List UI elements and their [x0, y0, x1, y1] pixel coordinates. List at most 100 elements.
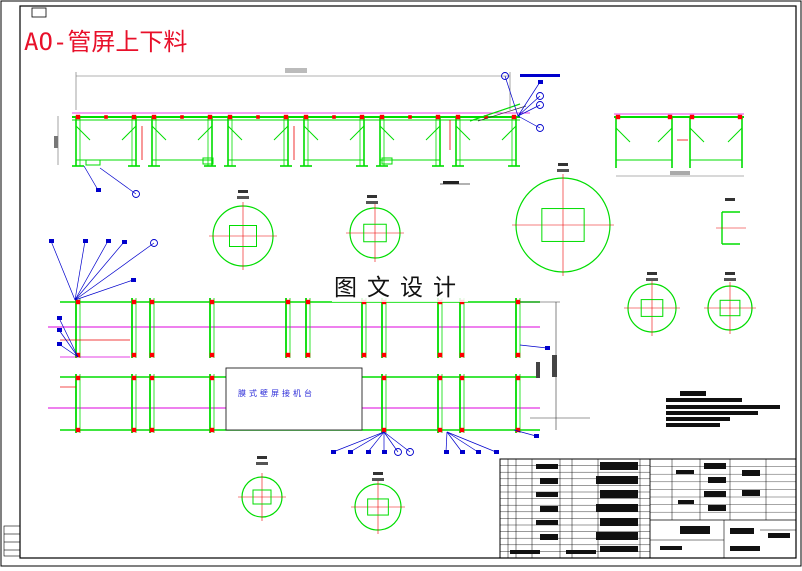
frame-brace — [379, 125, 395, 141]
leader-line — [74, 279, 134, 301]
section-label-mark — [725, 198, 735, 201]
leader-line — [74, 242, 155, 301]
leader-line — [446, 431, 497, 453]
leader-line — [517, 95, 541, 117]
title-block-text — [536, 520, 558, 525]
title-block-text — [596, 476, 638, 484]
leader — [83, 165, 101, 192]
frame-brace — [455, 125, 471, 141]
balloon — [406, 448, 414, 456]
bolt-marker — [209, 427, 215, 433]
cross-beam — [75, 298, 81, 433]
bolt-marker — [285, 352, 291, 358]
bolt-marker — [75, 352, 81, 358]
leader-line — [58, 317, 79, 358]
leader-line — [504, 75, 519, 117]
bolt-marker — [361, 352, 367, 358]
leader-line — [74, 240, 109, 301]
title-block-text — [708, 477, 726, 483]
balloon — [536, 92, 544, 100]
detail-view — [624, 272, 680, 336]
bolt-marker — [515, 375, 521, 381]
leader-line — [99, 167, 137, 195]
bolt-marker — [361, 299, 367, 305]
technical-requirements — [666, 391, 780, 427]
device-label: 膜式壁屏接机台 — [238, 389, 315, 398]
frame-brace — [425, 125, 441, 141]
title-block-text — [540, 534, 558, 540]
cross-beam — [437, 298, 443, 433]
bolt-marker — [511, 114, 517, 120]
corner-box — [31, 7, 47, 18]
bolt-marker — [689, 114, 695, 120]
frame-brace — [121, 125, 137, 141]
leader — [513, 429, 539, 438]
detail-label-mark — [558, 163, 568, 166]
bolt-marker — [305, 352, 311, 358]
bolt-marker — [75, 299, 81, 305]
leader — [382, 432, 387, 454]
detail-scale-mark — [646, 278, 658, 281]
leader-line — [517, 115, 541, 129]
side-frame — [615, 114, 673, 168]
bolt-marker — [131, 352, 137, 358]
leader — [501, 72, 519, 117]
balloon-tag — [331, 450, 336, 454]
frame-bay — [376, 114, 444, 167]
leader-line — [517, 104, 541, 117]
leader-line — [58, 329, 79, 358]
detail-scale-mark — [237, 196, 249, 199]
leader — [444, 431, 449, 454]
leader-line — [349, 431, 385, 453]
bolt-marker — [305, 299, 311, 305]
bolt-marker — [459, 375, 465, 381]
balloon — [536, 124, 544, 132]
bolt-marker — [149, 299, 155, 305]
leader-line — [513, 429, 537, 437]
balloon-tag — [534, 434, 539, 438]
balloon-tag — [83, 239, 88, 243]
leader — [74, 278, 136, 301]
detail-view — [238, 456, 286, 521]
detail-part — [541, 208, 585, 242]
leader — [366, 431, 385, 454]
leader-line — [383, 431, 399, 453]
bolt-marker — [151, 114, 157, 120]
plan-dim-text — [536, 362, 540, 378]
bolt-marker — [209, 299, 215, 305]
cross-beam — [381, 298, 387, 433]
balloon-tag — [382, 450, 387, 454]
drive-unit — [381, 157, 393, 165]
detail-part — [719, 299, 741, 317]
leader-line — [74, 240, 86, 301]
watermark-text: 图文设计 — [332, 268, 468, 302]
title-block-text — [680, 526, 710, 534]
slope-rail-edge — [477, 105, 527, 122]
bolt-marker — [285, 299, 291, 305]
balloon — [150, 239, 158, 247]
bolt-marker — [381, 375, 387, 381]
leader-line — [446, 431, 463, 453]
leader-line — [367, 431, 385, 453]
bolt-marker — [408, 115, 412, 119]
leader — [446, 431, 499, 454]
bolt-marker — [459, 352, 465, 358]
leader — [57, 342, 79, 358]
balloon-tag — [131, 278, 136, 282]
bolt-marker — [209, 352, 215, 358]
bolt-marker — [459, 427, 465, 433]
detail-label-mark — [367, 195, 377, 198]
frame-bay — [224, 114, 292, 167]
bolt-marker — [131, 114, 137, 120]
frame-brace — [75, 125, 91, 141]
cross-beam — [515, 298, 521, 433]
leader — [74, 239, 88, 301]
title-block-text — [742, 470, 760, 476]
title-block-text — [660, 546, 682, 550]
title-block-text — [536, 492, 558, 497]
cross-beam — [459, 298, 465, 433]
leader-line — [50, 240, 76, 301]
leader — [74, 240, 127, 301]
side-brace — [689, 127, 705, 143]
balloon-tag — [122, 240, 127, 244]
